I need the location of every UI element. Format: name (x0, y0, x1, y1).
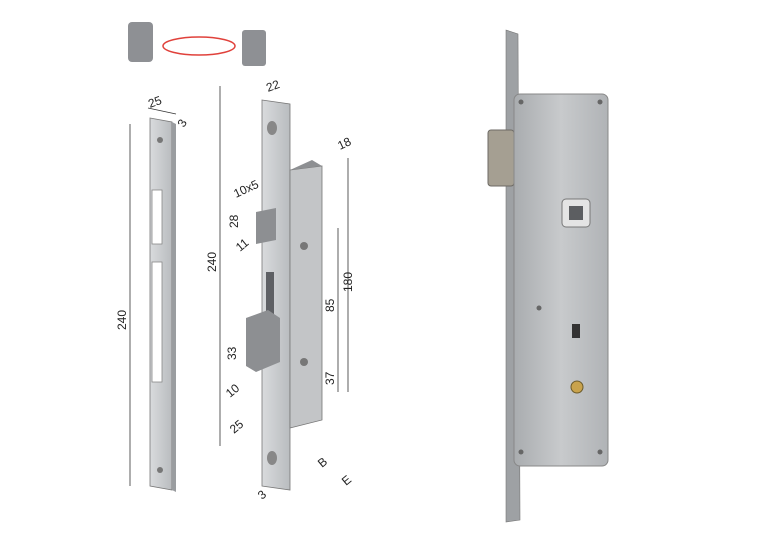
extension-label: E (339, 472, 354, 488)
backset-label: B (315, 454, 330, 470)
reversible-latch-icon (128, 22, 266, 66)
strike-width-label: 25 (146, 93, 164, 111)
faceplate-height-label: 240 (205, 252, 219, 272)
center-distance-label: 85 (323, 298, 337, 312)
lock-drawing: 22 240 18 10x5 28 11 180 85 33 10 37 25 … (205, 77, 355, 502)
body-height-label: 180 (341, 272, 355, 292)
strike-height-label: 240 (115, 310, 129, 330)
bolt-offset-label: 10 (223, 381, 242, 401)
bolt-width-label: 25 (227, 417, 246, 437)
lock-thickness-label: 3 (255, 487, 269, 502)
body-depth-label: 18 (335, 134, 353, 152)
latch-offset-label: 11 (233, 235, 252, 254)
bolt-height-label: 33 (225, 346, 239, 360)
lock-photo (487, 29, 609, 523)
strike-thickness-label: 3 (174, 116, 190, 129)
strike-plate: 25 3 240 (115, 93, 190, 492)
latch-slot-label: 10x5 (231, 177, 261, 201)
latch-height-label: 28 (227, 214, 241, 228)
faceplate-width-label: 22 (264, 77, 282, 95)
lower-offset-label: 37 (323, 371, 337, 385)
